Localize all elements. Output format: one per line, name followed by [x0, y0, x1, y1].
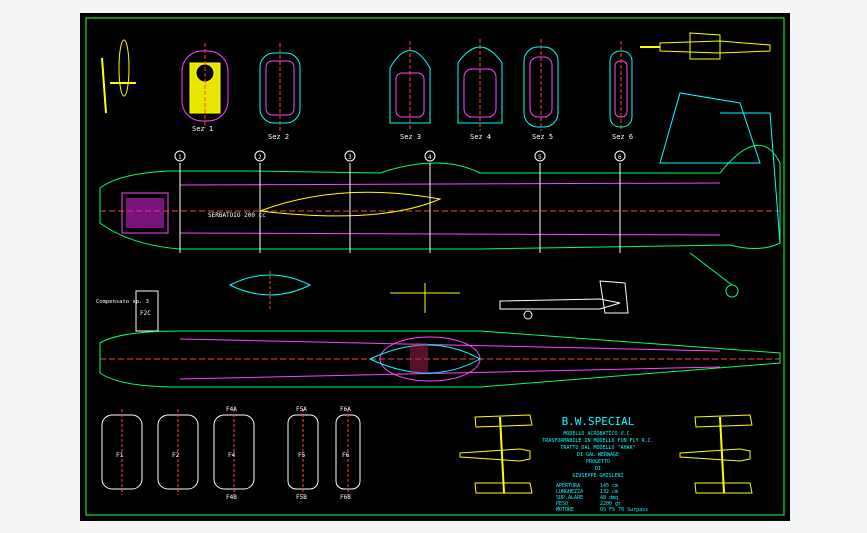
section-3: Sez 3	[389, 41, 431, 141]
station-5: 5	[538, 154, 542, 161]
top-view-plane-2	[679, 414, 753, 494]
former-f4b: F4B	[226, 494, 237, 501]
spec-value-5: OS FS 70 Surpass	[600, 507, 648, 513]
front-view-plane	[101, 39, 136, 114]
title-line-6: DI	[595, 466, 601, 472]
formers-row: F1 F2 F4A F4 F4B F5A F5 F5B F6A F6 F6B	[101, 406, 361, 501]
former-f2: F2	[172, 452, 180, 459]
former-f4a: F4A	[226, 406, 237, 413]
title-line-1: MODELLO ACROBATICO U.C.	[563, 431, 632, 437]
main-side-view: SERBATOIO 200 cc	[99, 92, 781, 298]
former-f5b: F5B	[296, 494, 307, 501]
section-6: Sez 6	[609, 41, 633, 141]
drawing-sheet: Sez 1 Sez 2 Sez 3 Sez 4	[80, 13, 790, 521]
title-line-7: GIUSEPPE GHISLENI	[572, 473, 623, 479]
title-line-5: PROGETTO	[586, 459, 610, 465]
section-6-label: Sez 6	[612, 133, 633, 141]
spec-label-5: MOTORE	[556, 507, 574, 513]
former-f4: F4	[228, 452, 236, 459]
section-5-label: Sez 5	[532, 133, 553, 141]
former-f6a: F6A	[340, 406, 351, 413]
section-1: Sez 1	[181, 43, 229, 133]
spec-label-2: LUNGHEZZA	[556, 489, 583, 495]
spec-label-1: APERTURA	[556, 483, 580, 489]
drawing-title: B.W.SPECIAL	[562, 415, 635, 428]
station-6: 6	[618, 154, 622, 161]
spec-value-3: 48 dmq	[600, 495, 618, 501]
section-2: Sez 2	[259, 43, 301, 141]
former-f6b: F6B	[340, 494, 351, 501]
section-1-label: Sez 1	[192, 125, 213, 133]
section-3-label: Sez 3	[400, 133, 421, 141]
title-block: B.W.SPECIAL MODELLO ACROBATICO U.C. TRAS…	[542, 415, 653, 513]
tank-label: SERBATOIO 200 cc	[208, 212, 266, 219]
station-1: 1	[178, 154, 182, 161]
station-3: 3	[348, 154, 352, 161]
compensato-label: Compensato sp. 3	[96, 299, 149, 305]
former-f1: F1	[116, 452, 124, 459]
mid-row: Compensato sp. 3 F2C	[96, 271, 629, 332]
title-line-4: DI GAL WERWAGE	[577, 452, 619, 458]
spec-value-1: 145 cm	[600, 483, 618, 489]
spec-label-3: SUP.ALARE	[556, 495, 583, 501]
section-4: Sez 4	[457, 39, 503, 141]
station-4: 4	[428, 154, 432, 161]
sheet-border	[85, 17, 785, 516]
top-view-fuselage	[99, 330, 781, 388]
station-markers: 1 2 3 4 5 6	[174, 150, 626, 162]
spec-value-2: 132 cm	[600, 489, 618, 495]
former-f6: F6	[342, 452, 350, 459]
section-4-label: Sez 4	[470, 133, 491, 141]
station-2: 2	[258, 154, 262, 161]
top-view-plane-1	[459, 414, 533, 494]
blueprint-canvas: Sez 1 Sez 2 Sez 3 Sez 4	[85, 17, 785, 516]
section-5: Sez 5	[523, 39, 559, 141]
spec-label-4: PESO	[556, 501, 568, 507]
mini-side-plane	[640, 32, 771, 60]
section-2-label: Sez 2	[268, 133, 289, 141]
former-f5: F5	[298, 452, 306, 459]
f2c-label: F2C	[140, 310, 151, 317]
former-f5a: F5A	[296, 406, 307, 413]
title-line-3: TRATTO DAL MODELLO "AHAK"	[560, 445, 635, 451]
spec-value-4: 2200 gr	[600, 501, 621, 507]
title-line-2: TRASFORMABILE IN MODELLO FUN FLY R.C.	[542, 438, 653, 444]
